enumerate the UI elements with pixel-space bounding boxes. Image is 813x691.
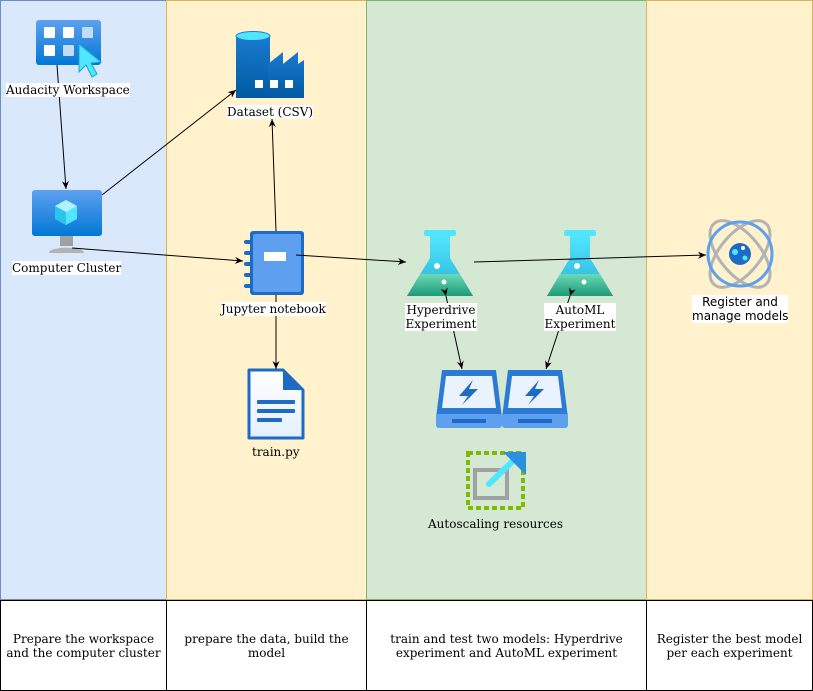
workspace-icon xyxy=(36,20,103,78)
cluster-label: Computer Cluster xyxy=(12,261,122,275)
hyperdrive-flask-icon xyxy=(407,230,473,296)
register-label-line1: Register and xyxy=(702,295,778,309)
caption-lane3: train and test two models: Hyperdrive ex… xyxy=(366,600,647,691)
compute-machine-icon-2 xyxy=(502,370,568,428)
notebook-icon xyxy=(244,231,304,295)
dataset-factory-icon xyxy=(235,31,304,98)
arrow-notebook-to-dataset xyxy=(268,118,277,232)
lane-data xyxy=(166,0,367,600)
arrow-notebook-to-hyperdrive xyxy=(295,254,407,265)
caption-lane4: Register the best model per each experim… xyxy=(646,600,813,691)
register-label: Register and manage models xyxy=(692,295,788,323)
hyperdrive-label-line2: Experiment xyxy=(405,317,477,331)
document-icon xyxy=(247,368,305,440)
arrow-cluster-to-notebook xyxy=(71,247,244,264)
notebook-label: Jupyter notebook xyxy=(221,302,326,316)
automl-flask-icon xyxy=(547,230,613,296)
autoscaling-label: Autoscaling resources xyxy=(428,517,564,531)
autoscaling-icon xyxy=(466,451,526,510)
automl-label-line2: Experiment xyxy=(544,317,616,331)
lane-workspace xyxy=(0,0,167,600)
trainpy-label: train.py xyxy=(252,445,300,459)
model-registry-atom-icon xyxy=(706,219,774,289)
caption-lane1: Prepare the workspace and the computer c… xyxy=(0,600,167,691)
hyperdrive-label-line1: Hyperdrive xyxy=(406,303,476,317)
register-label-line2: manage models xyxy=(692,309,789,323)
automl-label-line1: AutoML xyxy=(555,303,605,317)
lane-training xyxy=(366,0,647,600)
arrow-hyperdrive-to-register xyxy=(473,251,707,263)
hyperdrive-label: Hyperdrive Experiment xyxy=(405,303,477,331)
dataset-label: Dataset (CSV) xyxy=(227,105,314,119)
computer-monitor-icon xyxy=(32,190,102,253)
workspace-label: Audacity Workspace xyxy=(6,83,130,97)
compute-machine-icon-1 xyxy=(436,370,502,428)
arrow-cluster-to-dataset xyxy=(101,89,237,196)
automl-label: AutoML Experiment xyxy=(544,303,616,331)
